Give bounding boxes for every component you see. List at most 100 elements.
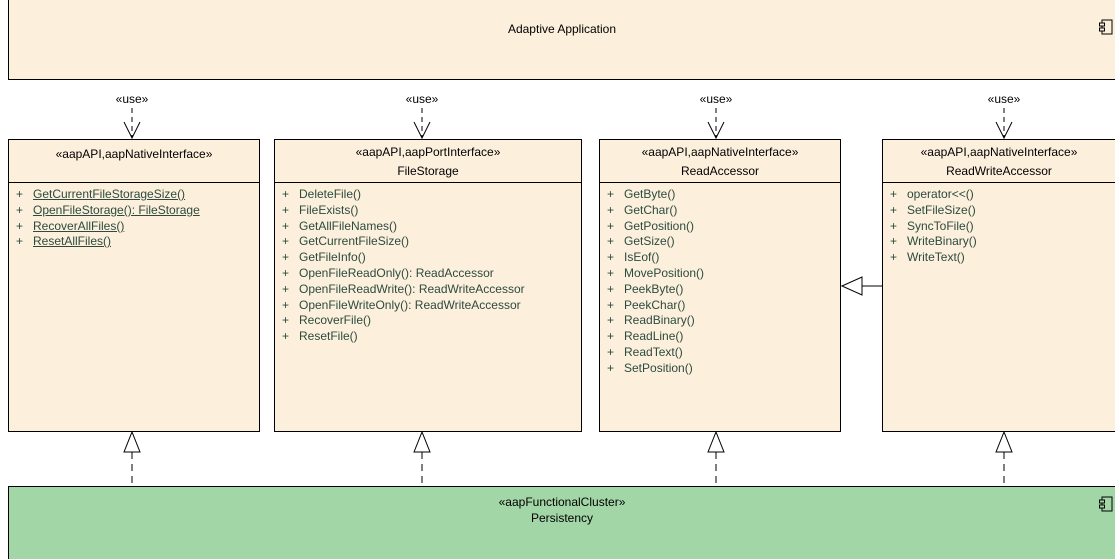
operation-item[interactable]: +ReadBinary() bbox=[600, 313, 840, 329]
operation-item[interactable]: +ReadText() bbox=[600, 345, 840, 361]
operation-item[interactable]: + GetCurrentFileStorageSize() bbox=[9, 187, 259, 203]
cluster-stereotype: «aapFunctionalCluster» bbox=[498, 495, 626, 509]
operation-item[interactable]: +ReadLine() bbox=[600, 329, 840, 345]
visibility-marker: + bbox=[282, 187, 290, 201]
operation-item[interactable]: +GetPosition() bbox=[600, 219, 840, 235]
visibility-marker: + bbox=[282, 329, 290, 344]
operation-item[interactable]: + OpenFileReadWrite(): ReadWriteAccessor bbox=[275, 282, 581, 298]
operation-name: GetCurrentFileStorageSize() bbox=[33, 187, 186, 201]
operation-item[interactable]: +FileExists() bbox=[275, 203, 581, 219]
operation-name: ResetAllFiles() bbox=[33, 234, 112, 249]
realization-triangle bbox=[707, 430, 725, 453]
operation-item[interactable]: +SetFileSize() bbox=[883, 203, 1115, 219]
visibility-marker: + bbox=[607, 187, 615, 201]
visibility-marker: + bbox=[16, 187, 24, 201]
operation-list: + DeleteFile() +FileExists() +GetAllFileN… bbox=[275, 187, 581, 345]
use-label: «use» bbox=[115, 92, 149, 106]
operation-item[interactable]: + OpenFileWriteOnly(): ReadWriteAccessor bbox=[275, 298, 581, 314]
use-arrowhead bbox=[123, 121, 141, 140]
operation-name: GetSize() bbox=[624, 234, 675, 249]
operation-list: +operator<<() +SetFileSize() +SyncToFile… bbox=[883, 187, 1115, 266]
use-dependencies bbox=[123, 108, 1013, 140]
operation-item[interactable]: + OpenFileStorage(): FileStorage bbox=[9, 203, 259, 219]
generalization bbox=[840, 276, 882, 296]
use-arrowhead bbox=[995, 121, 1013, 140]
generalization-triangle bbox=[840, 276, 863, 296]
cluster-title: Persistency bbox=[530, 511, 594, 525]
visibility-marker: + bbox=[607, 250, 615, 265]
operation-name: WriteBinary() bbox=[907, 234, 977, 249]
visibility-marker: + bbox=[607, 329, 615, 344]
operation-name: OpenFileWriteOnly(): ReadWriteAccessor bbox=[299, 297, 521, 312]
operation-item[interactable]: +GetByte() bbox=[600, 187, 840, 203]
operation-item[interactable]: +RecoverFile() bbox=[275, 313, 581, 329]
visibility-marker: + bbox=[282, 234, 290, 249]
visibility-marker: + bbox=[607, 360, 615, 375]
visibility-marker: + bbox=[282, 250, 290, 265]
component-icon bbox=[1099, 19, 1113, 35]
operation-item[interactable]: +ResetAllFiles() bbox=[9, 234, 259, 250]
operation-item[interactable]: +OpenFileReadOnly(): ReadAccessor bbox=[275, 266, 581, 282]
operation-item[interactable]: +ResetFile() bbox=[275, 329, 581, 345]
use-label: «use» bbox=[405, 92, 439, 106]
operation-item[interactable]: + GetCurrentFileSize() bbox=[275, 234, 581, 250]
operation-item[interactable]: + SetPosition() bbox=[600, 361, 840, 377]
component-icon bbox=[1099, 496, 1113, 512]
use-arrowhead bbox=[413, 121, 431, 140]
operation-item[interactable]: +WriteText() bbox=[883, 250, 1115, 266]
operation-item[interactable]: +GetAllFileNames() bbox=[275, 219, 581, 235]
visibility-marker: + bbox=[282, 218, 290, 233]
operation-name: SetPosition() bbox=[624, 360, 693, 375]
class-stereotype: «aapAPI,aapNativeInterface» bbox=[55, 147, 213, 161]
operation-item[interactable]: + IsEof() bbox=[600, 250, 840, 266]
visibility-marker: + bbox=[890, 218, 898, 233]
operation-name: GetFileInfo() bbox=[299, 250, 366, 265]
realization-triangle bbox=[995, 430, 1013, 453]
visibility-marker: + bbox=[282, 297, 290, 312]
visibility-marker: + bbox=[890, 234, 898, 249]
operation-name: OpenFileStorage(): FileStorage bbox=[33, 202, 200, 217]
operation-name: DeleteFile() bbox=[299, 187, 362, 201]
class-stereotype: «aapAPI,aapNativeInterface» bbox=[641, 145, 799, 159]
adaptive-application-component[interactable]: Adaptive Application bbox=[8, 0, 1115, 80]
operation-name: GetChar() bbox=[624, 202, 678, 217]
operation-name: OpenFileReadWrite(): ReadWriteAccessor bbox=[299, 281, 525, 296]
operation-item[interactable]: + MovePosition() bbox=[600, 266, 840, 282]
operation-name: RecoverFile() bbox=[299, 313, 372, 328]
visibility-marker: + bbox=[890, 202, 898, 217]
operation-item[interactable]: +operator<<() bbox=[883, 187, 1115, 203]
operation-item[interactable]: +GetChar() bbox=[600, 203, 840, 219]
class-file-storage-api[interactable]: «aapAPI,aapNativeInterface» + GetCurrentF… bbox=[8, 139, 260, 432]
class-header: «aapAPI,aapNativeInterface» ReadWriteAcc… bbox=[883, 140, 1115, 183]
visibility-marker: + bbox=[607, 344, 615, 359]
visibility-marker: + bbox=[282, 202, 290, 217]
use-label: «use» bbox=[987, 92, 1021, 106]
visibility-marker: + bbox=[607, 281, 615, 296]
realization-triangle bbox=[123, 430, 141, 453]
visibility-marker: + bbox=[607, 218, 615, 233]
operation-item[interactable]: + DeleteFile() bbox=[275, 187, 581, 203]
operation-item[interactable]: +GetSize() bbox=[600, 234, 840, 250]
operation-name: WriteText() bbox=[907, 250, 965, 265]
persistency-cluster[interactable]: «aapFunctionalCluster» Persistency bbox=[8, 486, 1115, 559]
operation-item[interactable]: + PeekByte() bbox=[600, 282, 840, 298]
operation-item[interactable]: +SyncToFile() bbox=[883, 219, 1115, 235]
use-arrowhead bbox=[707, 121, 725, 140]
class-read-accessor[interactable]: «aapAPI,aapNativeInterface» ReadAccessor… bbox=[599, 139, 841, 432]
operation-name: IsEof() bbox=[624, 250, 660, 265]
operation-name: GetCurrentFileSize() bbox=[299, 234, 410, 249]
class-read-write-accessor[interactable]: «aapAPI,aapNativeInterface» ReadWriteAcc… bbox=[882, 139, 1115, 432]
class-stereotype: «aapAPI,aapNativeInterface» bbox=[920, 145, 1078, 159]
operation-item[interactable]: + WriteBinary() bbox=[883, 234, 1115, 250]
visibility-marker: + bbox=[282, 281, 290, 296]
operation-item[interactable]: +PeekChar() bbox=[600, 298, 840, 314]
operation-item[interactable]: + GetFileInfo() bbox=[275, 250, 581, 266]
visibility-marker: + bbox=[16, 202, 24, 217]
visibility-marker: + bbox=[607, 265, 615, 280]
class-stereotype: «aapAPI,aapPortInterface» bbox=[355, 145, 501, 159]
operation-item[interactable]: +RecoverAllFiles() bbox=[9, 219, 259, 235]
class-file-storage[interactable]: «aapAPI,aapPortInterface» FileStorage +D… bbox=[274, 139, 582, 432]
operation-name: MovePosition() bbox=[624, 265, 705, 280]
component-title: Adaptive Application bbox=[507, 22, 617, 36]
operation-name: PeekByte() bbox=[624, 281, 684, 296]
